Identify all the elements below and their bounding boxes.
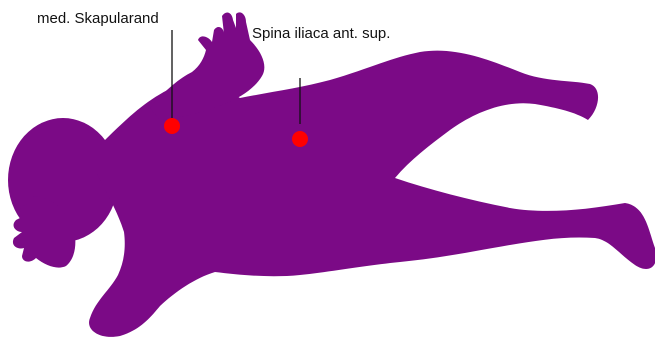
marker-dot-scapula [164,118,180,134]
label-med-skapularand: med. Skapularand [37,10,159,27]
body-silhouette [8,12,655,336]
marker-dot-spina [292,131,308,147]
label-spina-iliaca: Spina iliaca ant. sup. [252,25,390,42]
